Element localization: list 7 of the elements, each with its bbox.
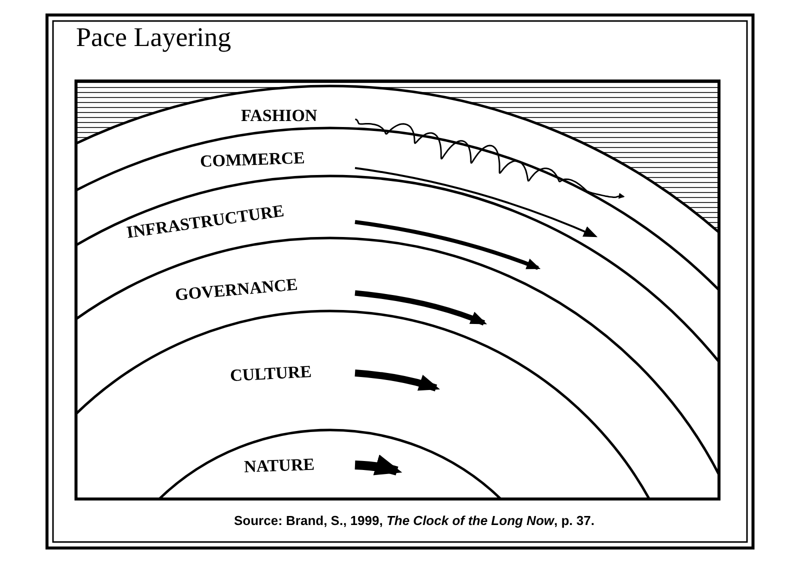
layer-label: CULTURE bbox=[230, 362, 312, 386]
layer-label: COMMERCE bbox=[200, 148, 306, 172]
layer-label: FASHION bbox=[241, 106, 318, 126]
layer-label: GOVERNANCE bbox=[174, 274, 298, 306]
layer-label: NATURE bbox=[244, 454, 315, 478]
diagram-title: Pace Layering bbox=[76, 22, 232, 53]
source-caption: Source: Brand, S., 1999, The Clock of the Long Now, p. 37. bbox=[234, 513, 594, 528]
